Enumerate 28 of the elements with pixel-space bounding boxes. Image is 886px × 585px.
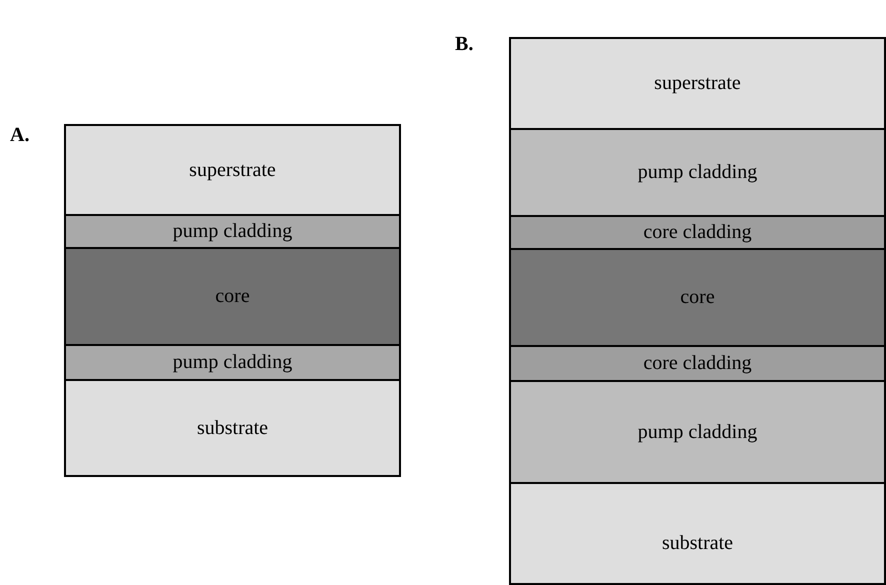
layer-band xyxy=(66,247,399,344)
layer-band xyxy=(66,344,399,379)
panel-label: B. xyxy=(455,33,474,56)
layer-label: pump cladding xyxy=(638,420,758,444)
layer-label: superstrate xyxy=(189,158,276,182)
layer-label: pump cladding xyxy=(638,161,758,184)
layer-stack xyxy=(64,124,401,477)
layer-label: superstrate xyxy=(654,72,741,95)
layer-label: core cladding xyxy=(643,221,752,244)
layer-band xyxy=(511,248,884,345)
layer-band xyxy=(511,482,884,583)
layer-stack xyxy=(509,37,886,585)
layer-band xyxy=(66,214,399,247)
layer-label: core xyxy=(215,285,250,308)
layer-label: core cladding xyxy=(643,352,752,375)
layer-label: pump cladding xyxy=(172,351,292,374)
layer-label: core xyxy=(680,286,715,309)
layer-band xyxy=(511,39,884,128)
layer-band xyxy=(511,380,884,482)
layer-band xyxy=(511,215,884,248)
layer-band xyxy=(66,126,399,214)
layer-band xyxy=(66,379,399,475)
layer-label: substrate xyxy=(662,532,734,554)
layer-band xyxy=(511,128,884,215)
panel-label: A. xyxy=(10,124,30,147)
layer-label: pump cladding xyxy=(172,220,292,243)
layer-band xyxy=(511,345,884,380)
layer-label: substrate xyxy=(196,416,268,440)
